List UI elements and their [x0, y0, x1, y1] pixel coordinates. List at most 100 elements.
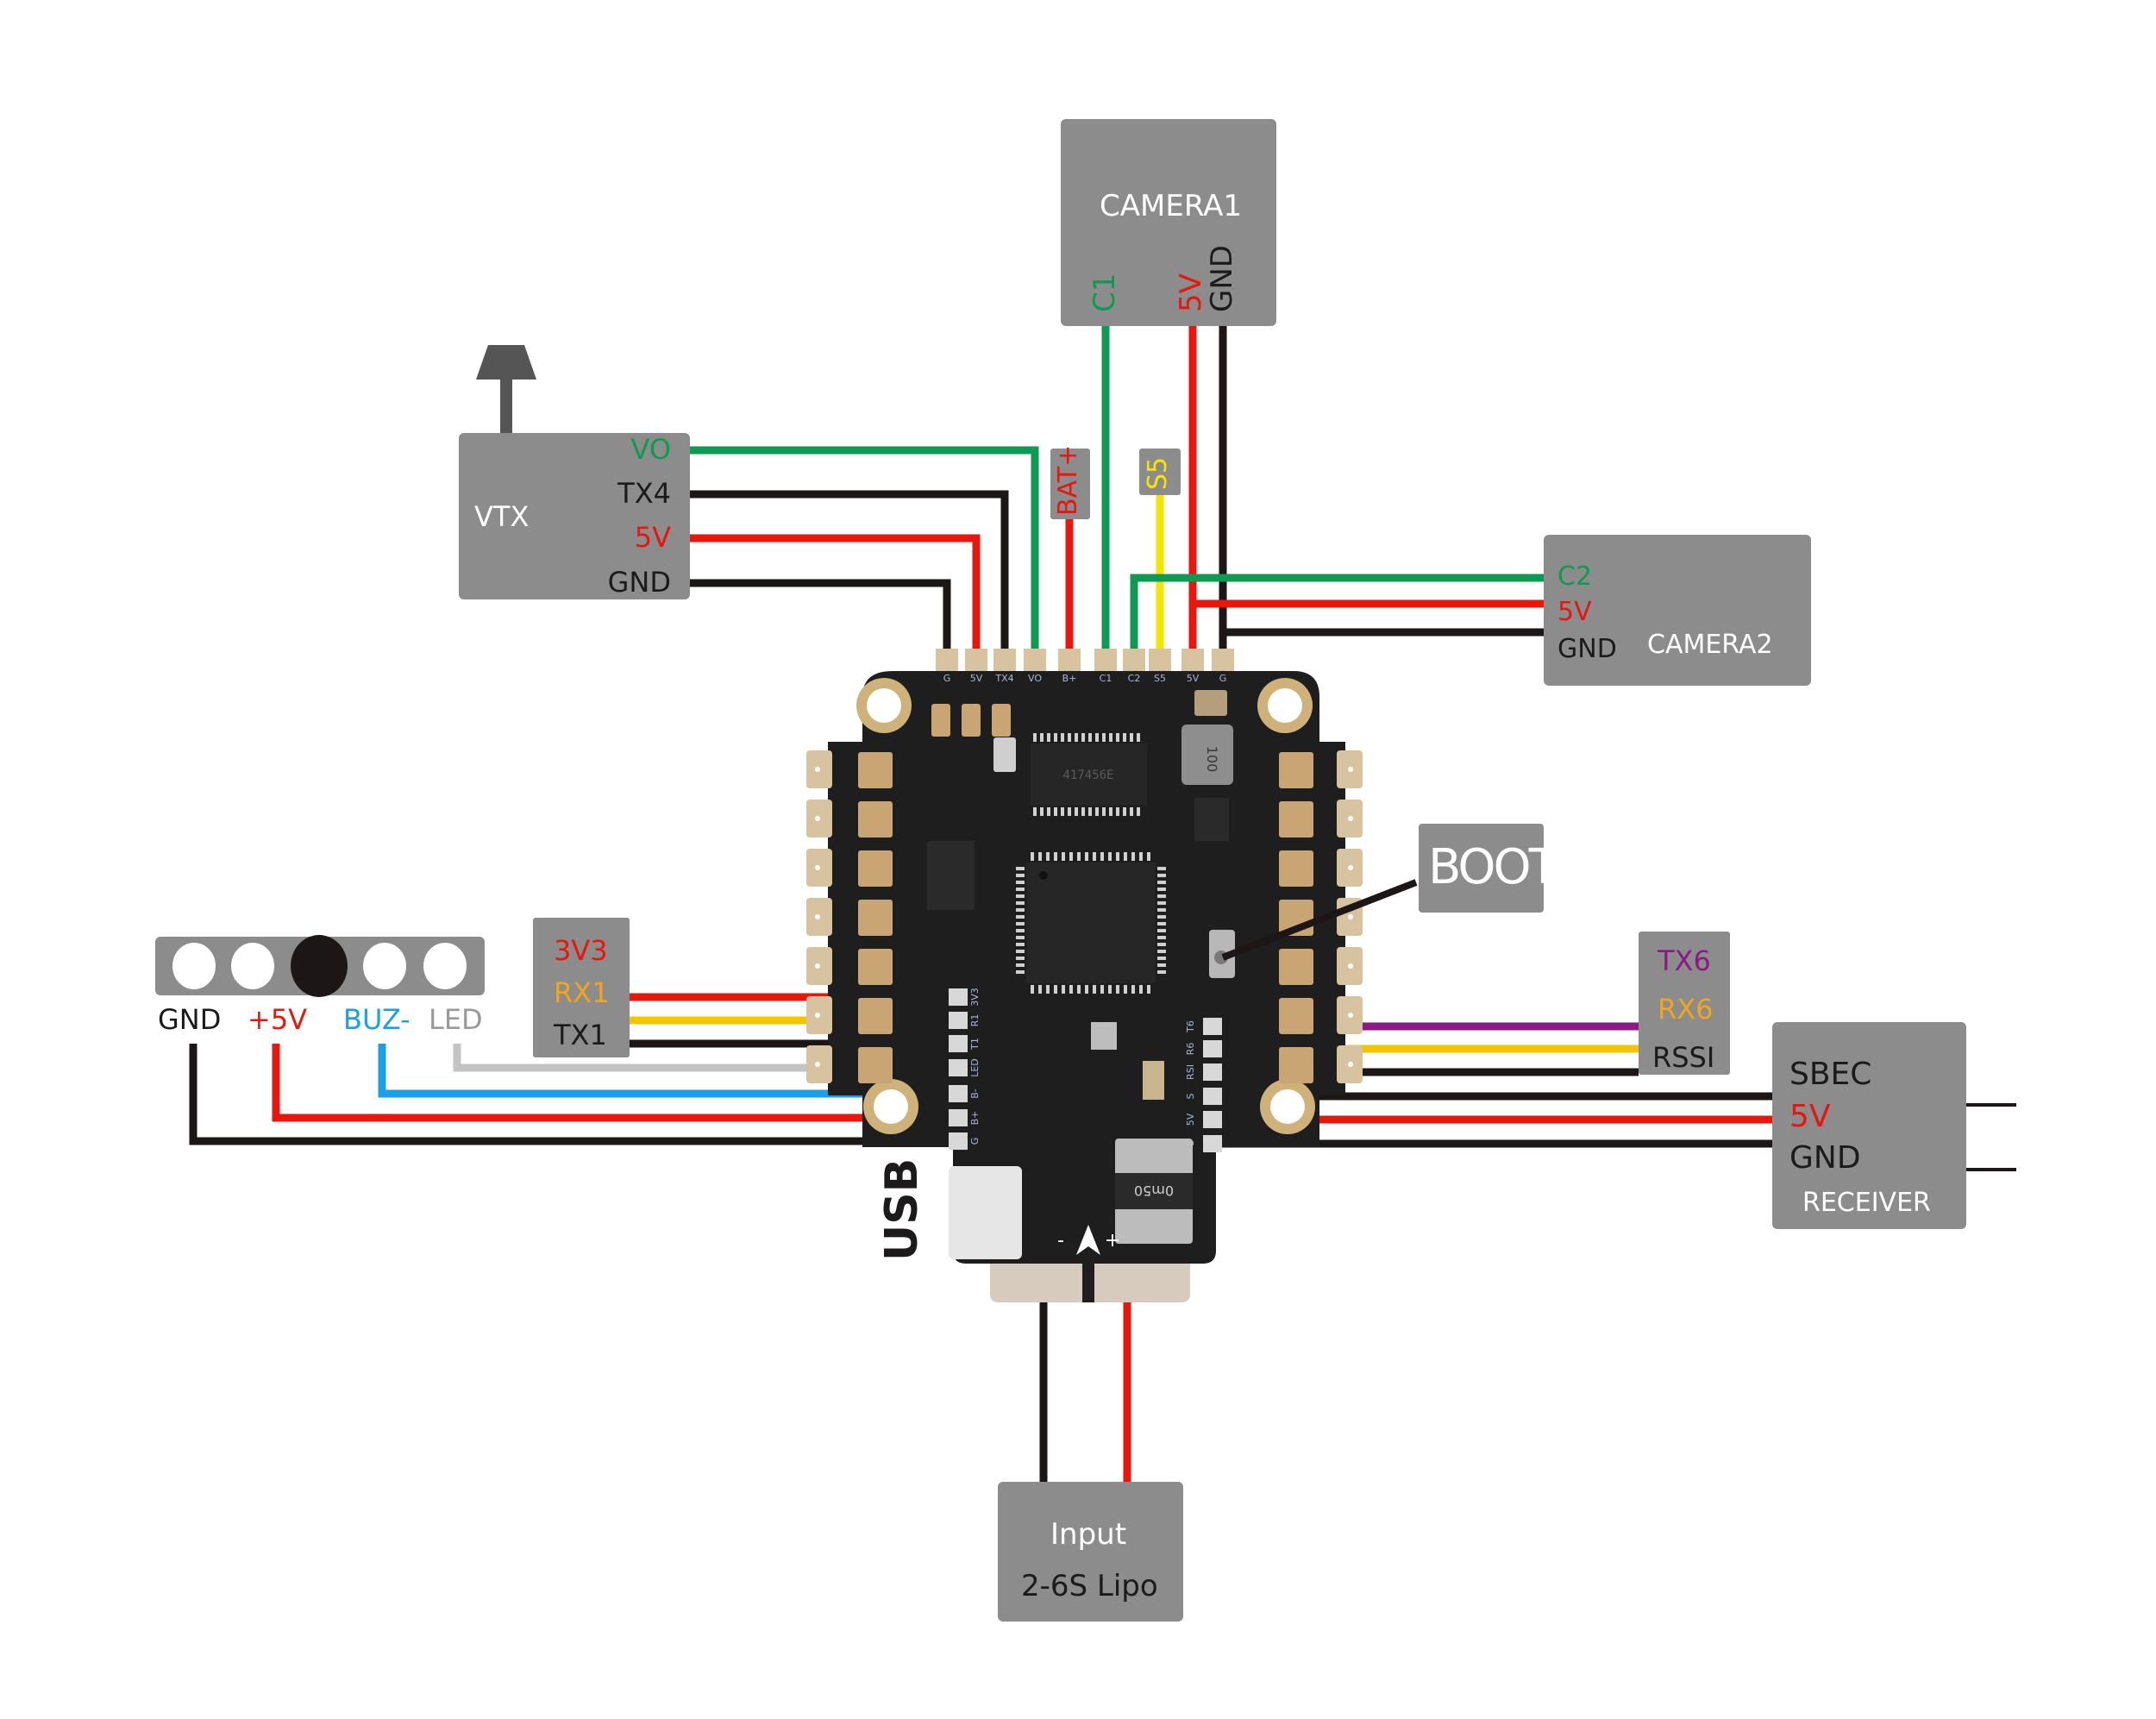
right-pad — [1203, 1063, 1222, 1081]
top-pad-label: VO — [1028, 673, 1042, 684]
capacitor — [858, 801, 893, 838]
vtx-pin-5v: 5V — [634, 521, 671, 554]
esc-pad-via — [815, 1013, 820, 1018]
flash-chip — [927, 841, 975, 910]
esc-pad-via — [815, 914, 820, 919]
right-pad — [1203, 1135, 1222, 1152]
ic-pin — [1157, 881, 1166, 884]
ic-pin — [1069, 852, 1073, 861]
wire-buzzer-gnd — [189, 1044, 957, 1145]
ic-pin — [1075, 733, 1078, 742]
s5-label: S5 — [1143, 456, 1173, 490]
ic-pin — [1016, 922, 1025, 925]
ic-pin — [1116, 852, 1119, 861]
camera1-box — [1061, 119, 1276, 326]
ic-pin — [1085, 852, 1088, 861]
ic-pin — [1031, 985, 1034, 994]
left-pad — [949, 1059, 968, 1076]
right-pad — [1203, 1111, 1222, 1128]
ic-pin — [1108, 852, 1112, 861]
left-pad-label: G — [969, 1138, 981, 1145]
top-pad-label: C1 — [1100, 673, 1112, 684]
ic-pin — [1109, 807, 1112, 816]
ic-pin — [1130, 733, 1133, 742]
wire-buzzer-minus — [378, 1044, 957, 1098]
ic-pin — [1046, 985, 1050, 994]
uart6-pin-rssi: RSSI — [1652, 1041, 1715, 1074]
ic-pin — [1093, 852, 1096, 861]
receiver-pin-5v: 5V — [1789, 1099, 1831, 1134]
receiver-pin-gnd: GND — [1789, 1140, 1861, 1176]
current-shunt-marking: 0m50 — [1134, 1183, 1174, 1199]
ic-pin — [1016, 950, 1025, 953]
mcu-pin1-dot — [1039, 871, 1048, 880]
ic-pin — [1123, 733, 1126, 742]
capacitor — [1194, 690, 1227, 716]
top-pad — [1149, 649, 1171, 671]
ic-pin — [1139, 985, 1143, 994]
top-pad — [1212, 649, 1234, 671]
left-pad-label: B+ — [969, 1111, 981, 1126]
osd-chip-marking: 417456E — [1062, 769, 1113, 782]
esc-pad-via — [815, 963, 820, 969]
receiver-box — [1772, 1022, 1966, 1229]
usb-label: USB — [876, 1158, 928, 1261]
esc-pad-via — [815, 767, 820, 772]
vtx-pin-vo: VO — [630, 433, 671, 466]
mount-hole-bottom-right-inner — [1270, 1089, 1305, 1124]
ic-pin — [1100, 985, 1104, 994]
ic-pin — [1033, 807, 1037, 816]
capacitor — [858, 949, 893, 985]
buzzer-icon — [291, 935, 348, 997]
ic-pin — [1077, 985, 1081, 994]
uart1-pin-tx1: TX1 — [554, 1019, 607, 1051]
camera1-pin-gnd: GND — [1205, 245, 1239, 312]
ic-pin — [1123, 807, 1126, 816]
ic-pin — [1131, 985, 1135, 994]
uart6-box — [1639, 932, 1730, 1075]
capacitor — [1279, 998, 1313, 1034]
pin-hole — [363, 943, 406, 989]
ic-pin — [1054, 807, 1057, 816]
usb-connector[interactable] — [949, 1166, 1022, 1259]
esc-pad-via — [1348, 865, 1353, 870]
top-pad-label: 5V — [1187, 673, 1200, 684]
left-pad-label: R1 — [969, 1014, 981, 1027]
top-pad-label: G — [1219, 673, 1227, 684]
esc-pad-via — [815, 1062, 820, 1067]
ic-pin — [1016, 970, 1025, 974]
uart6-pin-tx6: TX6 — [1658, 944, 1711, 977]
bat-plus-label: BAT+ — [1053, 444, 1083, 516]
left-pad — [949, 988, 968, 1006]
esc-pad-via — [815, 865, 820, 870]
top-pad — [965, 649, 987, 671]
ic-pin — [1157, 888, 1166, 891]
mount-hole-top-right-inner — [1268, 688, 1302, 723]
current-shunt-band — [1115, 1173, 1193, 1209]
esc-pad-via — [1348, 963, 1353, 969]
smd-components — [931, 690, 1227, 994]
wire-vtx-5v — [690, 534, 981, 656]
right-pad-label: 5V — [1185, 1113, 1196, 1126]
camera1-pin-5v: 5V — [1174, 273, 1208, 312]
esc-pad-via — [1348, 1062, 1353, 1067]
ic-pin — [1157, 950, 1166, 953]
boot-tag — [1419, 824, 1544, 913]
left-pad-label: T1 — [969, 1038, 981, 1051]
buzzer-pin-led: LED — [429, 1003, 483, 1036]
ic-pin — [1038, 985, 1042, 994]
capacitor — [992, 704, 1011, 737]
ic-pin — [1033, 733, 1037, 742]
camera2-title: CAMERA2 — [1647, 630, 1773, 660]
wire-vtx-vo — [690, 446, 1039, 656]
ic-pin — [1124, 985, 1127, 994]
top-pad — [1024, 649, 1046, 671]
ic-pin — [1069, 985, 1073, 994]
antenna-icon — [476, 345, 536, 435]
osd-chip — [1031, 743, 1147, 806]
boot-label: BOOT — [1428, 839, 1558, 895]
buzzer-pin-5v: +5V — [248, 1003, 308, 1036]
top-pad-label: G — [943, 673, 951, 684]
